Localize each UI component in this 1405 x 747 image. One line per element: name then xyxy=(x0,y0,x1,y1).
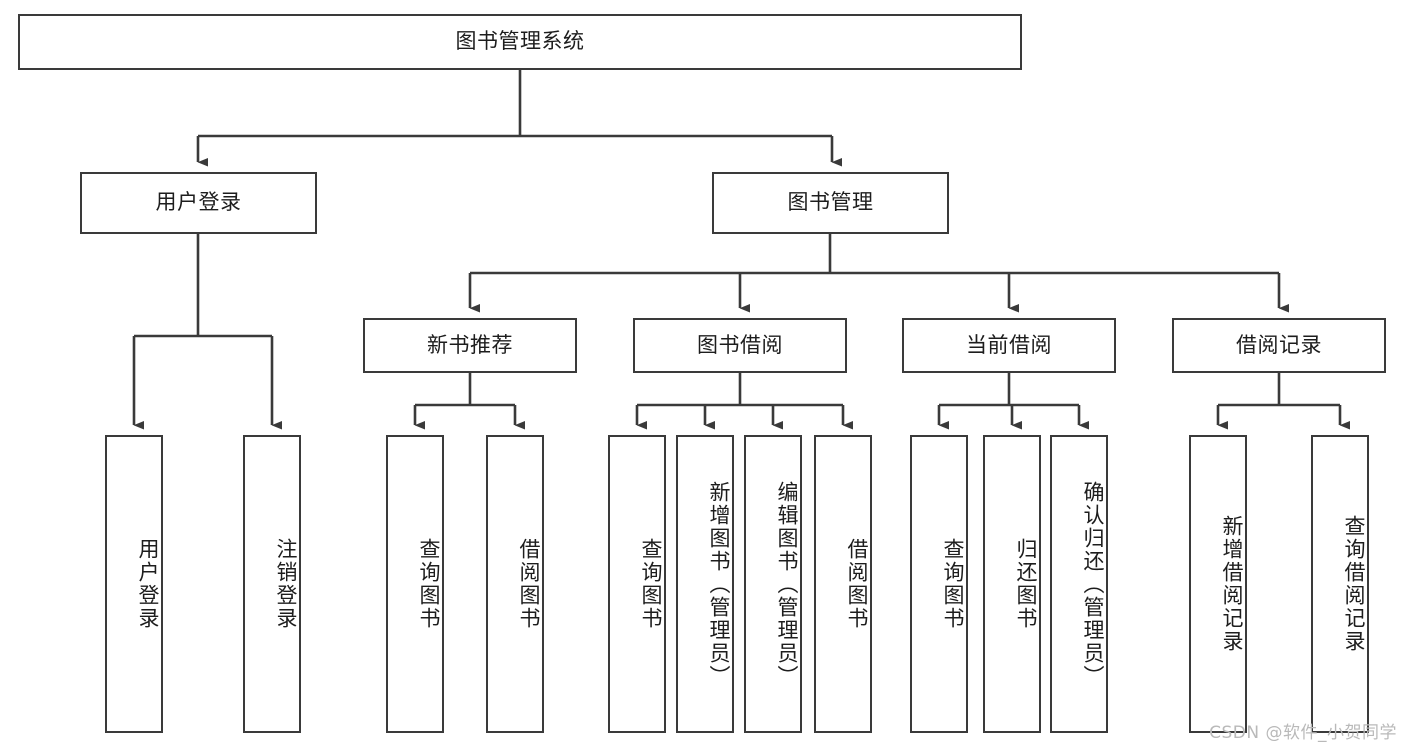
node-borrow-record[interactable]: 借阅记录 xyxy=(1172,318,1386,373)
node-leaf-return-book-label: 归还图书 xyxy=(1014,538,1038,630)
node-leaf-confirm-return-label: 确认归还（管理员） xyxy=(1081,480,1105,688)
node-book-manage-label: 图书管理 xyxy=(787,190,874,215)
node-leaf-borrow-book-1[interactable]: 借阅图书 xyxy=(486,435,544,733)
node-leaf-query-record-label: 查询借阅记录 xyxy=(1342,515,1366,653)
node-leaf-user-login[interactable]: 用户登录 xyxy=(105,435,163,733)
node-leaf-user-logout[interactable]: 注销登录 xyxy=(243,435,301,733)
node-book-borrow-label: 图书借阅 xyxy=(697,332,783,357)
node-leaf-query-book-2-label: 查询图书 xyxy=(639,538,663,630)
node-leaf-user-login-label: 用户登录 xyxy=(136,538,160,630)
node-leaf-return-book[interactable]: 归还图书 xyxy=(983,435,1041,733)
node-leaf-add-record-label: 新增借阅记录 xyxy=(1220,515,1244,653)
node-leaf-query-book-3[interactable]: 查询图书 xyxy=(910,435,968,733)
node-root[interactable]: 图书管理系统 xyxy=(18,14,1022,70)
node-current-borrow[interactable]: 当前借阅 xyxy=(902,318,1116,373)
node-current-borrow-label: 当前借阅 xyxy=(966,332,1052,357)
node-new-book-rec[interactable]: 新书推荐 xyxy=(363,318,577,373)
node-leaf-query-record[interactable]: 查询借阅记录 xyxy=(1311,435,1369,733)
node-user-login[interactable]: 用户登录 xyxy=(80,172,317,234)
node-leaf-edit-book[interactable]: 编辑图书（管理员） xyxy=(744,435,802,733)
node-leaf-query-book-2[interactable]: 查询图书 xyxy=(608,435,666,733)
node-leaf-query-book-1-label: 查询图书 xyxy=(417,538,441,630)
node-root-label: 图书管理系统 xyxy=(455,29,585,54)
node-leaf-add-book[interactable]: 新增图书（管理员） xyxy=(676,435,734,733)
node-book-manage[interactable]: 图书管理 xyxy=(712,172,949,234)
node-borrow-record-label: 借阅记录 xyxy=(1236,332,1322,357)
node-leaf-query-book-1[interactable]: 查询图书 xyxy=(386,435,444,733)
node-user-login-label: 用户登录 xyxy=(155,190,242,215)
node-new-book-rec-label: 新书推荐 xyxy=(427,332,513,357)
node-book-borrow[interactable]: 图书借阅 xyxy=(633,318,847,373)
node-leaf-query-book-3-label: 查询图书 xyxy=(941,538,965,630)
node-leaf-borrow-book-2[interactable]: 借阅图书 xyxy=(814,435,872,733)
node-leaf-add-record[interactable]: 新增借阅记录 xyxy=(1189,435,1247,733)
node-leaf-borrow-book-1-label: 借阅图书 xyxy=(517,538,541,630)
node-leaf-confirm-return[interactable]: 确认归还（管理员） xyxy=(1050,435,1108,733)
node-leaf-borrow-book-2-label: 借阅图书 xyxy=(845,538,869,630)
node-leaf-user-logout-label: 注销登录 xyxy=(274,538,298,630)
node-leaf-edit-book-label: 编辑图书（管理员） xyxy=(775,480,799,688)
node-leaf-add-book-label: 新增图书（管理员） xyxy=(707,480,731,688)
